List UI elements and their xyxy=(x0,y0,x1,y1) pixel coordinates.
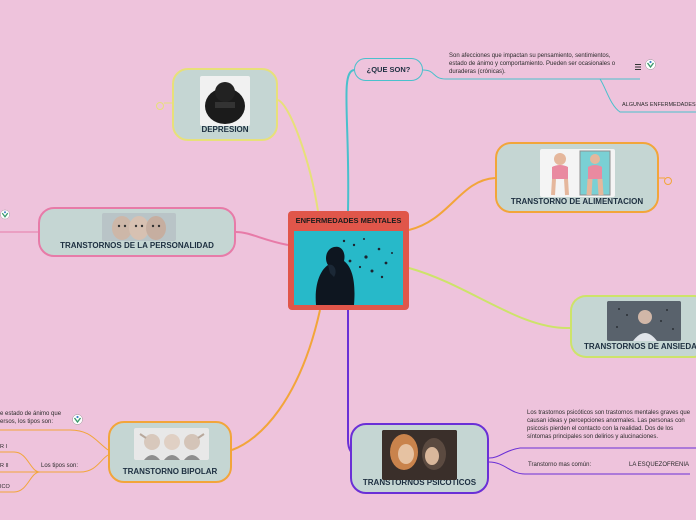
que-son-description: Son afecciones que impactan su pensamien… xyxy=(449,52,629,76)
connector-bipolar-desc xyxy=(0,430,108,450)
node-personalidad[interactable]: TRANSTORNOS DE LA PERSONALIDAD xyxy=(38,207,236,257)
que-son-sub-label: ALGUNAS ENFERMEDADES xyxy=(622,101,696,109)
bipolar-types-label: Los tipos son: xyxy=(41,462,78,470)
depresion-label: DEPRESION xyxy=(201,125,248,134)
bipolar-description-line1: e estado de ánimo que xyxy=(0,410,61,418)
bipolar-type-item: ICO xyxy=(0,483,10,491)
central-node[interactable]: ENFERMEDADES MENTALES xyxy=(288,211,409,310)
collapse-circle-icon[interactable] xyxy=(155,98,165,108)
bipolar-type-item: R I xyxy=(0,443,7,451)
collapse-circle-icon[interactable] xyxy=(663,173,673,183)
personalidad-image xyxy=(102,213,176,241)
alimentacion-label: TRANSTORNO DE ALIMENTACION xyxy=(511,197,643,206)
node-ansiedad[interactable]: TRANSTORNOS DE ANSIEDAD xyxy=(570,295,696,358)
central-label: ENFERMEDADES MENTALES xyxy=(288,216,409,225)
connector-bipolar xyxy=(232,310,320,450)
psicoticos-image xyxy=(382,430,457,480)
connector-alimentacion xyxy=(409,178,495,230)
que-son-node[interactable]: ¿QUE SON? xyxy=(354,58,423,81)
bipolar-label: TRANSTORNO BIPOLAR xyxy=(123,467,218,476)
connector-ansiedad xyxy=(409,268,570,328)
personalidad-label: TRANSTORNOS DE LA PERSONALIDAD xyxy=(60,241,214,250)
psicoticos-description: Los trastornos psicóticos son trastornos… xyxy=(527,409,696,441)
depresion-image xyxy=(200,76,250,126)
node-depresion[interactable]: DEPRESION xyxy=(172,68,278,141)
psicoticos-common-label: Transtorno mas común: xyxy=(528,461,591,469)
link-icon[interactable] xyxy=(72,412,83,423)
connector-depresion xyxy=(278,100,318,211)
bipolar-description-line2: ersos, los tipos son: xyxy=(0,418,53,426)
link-icon[interactable] xyxy=(0,207,10,218)
ansiedad-image xyxy=(607,301,681,341)
psicoticos-common-value: LA ESQUEZOFRENIA xyxy=(629,461,689,469)
alimentacion-image xyxy=(540,149,615,197)
bipolar-type-item: R II xyxy=(0,462,9,470)
bipolar-image xyxy=(134,428,209,460)
link-icon[interactable] xyxy=(645,57,656,68)
central-image xyxy=(294,231,403,305)
node-psicoticos[interactable]: TRANSTORNOS PSICOTICOS xyxy=(350,423,489,494)
connector-personalidad xyxy=(236,232,288,245)
node-alimentacion[interactable]: TRANSTORNO DE ALIMENTACION xyxy=(495,142,659,213)
connector-que-son xyxy=(346,70,354,211)
ansiedad-label: TRANSTORNOS DE ANSIEDAD xyxy=(584,342,696,351)
notes-icon[interactable] xyxy=(634,58,642,66)
node-bipolar[interactable]: TRANSTORNO BIPOLAR xyxy=(108,421,232,483)
connector-psicoticos-detail xyxy=(489,448,696,458)
